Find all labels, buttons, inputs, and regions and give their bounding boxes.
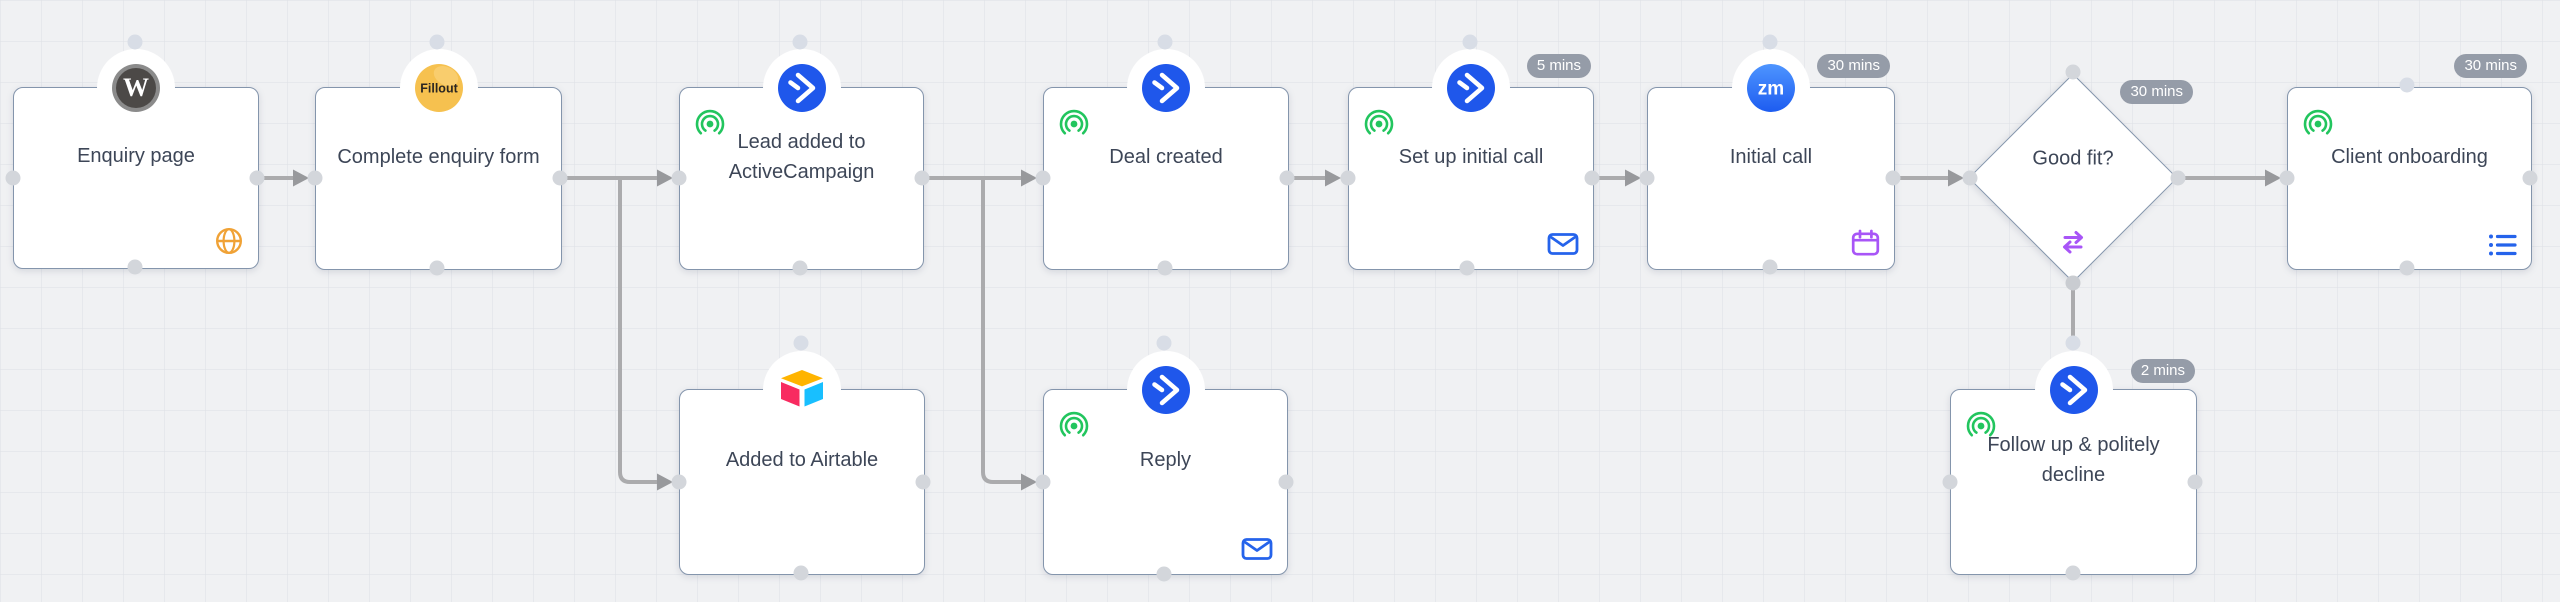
edge-setup-call-to-initial-call[interactable]: [1590, 169, 1641, 187]
node-set-up-initial-call[interactable]: Set up initial call 5 mins: [1348, 49, 1594, 270]
svg-text:W: W: [123, 73, 149, 102]
edge-activecampaign-to-deal-created[interactable]: [920, 169, 1037, 187]
airtable-icon: [781, 370, 823, 407]
duration-badge: 5 mins: [1526, 54, 1591, 78]
node-label: Complete enquiry form: [337, 145, 540, 168]
broadcast-icon: [2303, 109, 2333, 139]
node-complete-enquiry-form[interactable]: Fillout Complete enquiry form: [315, 49, 562, 270]
wordpress-icon: W: [112, 64, 160, 112]
activecampaign-icon: [1142, 366, 1190, 414]
node-deal-created[interactable]: Deal created: [1043, 49, 1289, 270]
fillout-icon: Fillout: [414, 64, 463, 112]
envelope-icon: [1241, 536, 1273, 562]
svg-text:Fillout: Fillout: [420, 82, 458, 96]
node-label: Set up initial call: [1398, 145, 1544, 168]
node-logo-halo: [763, 351, 841, 429]
envelope-icon: [1547, 231, 1579, 257]
node-lead-added-activecampaign[interactable]: Lead added to ActiveCampaign: [679, 49, 924, 270]
svg-text:zm: zm: [1758, 79, 1784, 100]
edge-complete-form-to-airtable[interactable]: [618, 176, 673, 491]
broadcast-icon: [1364, 109, 1394, 139]
activecampaign-icon: [1447, 64, 1495, 112]
swap-arrows-icon: [2063, 231, 2083, 254]
node-reply[interactable]: Reply: [1043, 351, 1288, 575]
list-icon: [2489, 234, 2517, 256]
activecampaign-icon: [2050, 366, 2098, 414]
node-label: Reply: [1139, 448, 1192, 471]
node-label: Client onboarding: [2331, 145, 2488, 168]
duration-badge: 30 mins: [2120, 80, 2193, 104]
node-enquiry-page[interactable]: W Enquiry page: [13, 49, 259, 269]
node-added-to-airtable[interactable]: Added to Airtable: [679, 351, 925, 575]
broadcast-icon: [1059, 109, 1089, 139]
activecampaign-icon: [778, 64, 826, 112]
edge-complete-form-to-activecampaign[interactable]: [558, 169, 673, 187]
duration-badge: 30 mins: [1817, 54, 1890, 78]
node-label: Follow up & politely decline: [1987, 433, 2160, 486]
node-label: Deal created: [1109, 145, 1223, 168]
edge-deal-created-to-setup-call[interactable]: [1285, 169, 1341, 187]
edge-initial-call-to-good-fit[interactable]: [1891, 169, 1964, 187]
activecampaign-icon: [1142, 64, 1190, 112]
duration-badge: 2 mins: [2130, 359, 2195, 383]
node-follow-up-politely-decline[interactable]: Follow up & politely decline 2 mins: [1950, 351, 2197, 575]
edge-activecampaign-to-reply[interactable]: [981, 176, 1037, 491]
node-initial-call[interactable]: zm Initial call 30 mins: [1647, 49, 1895, 270]
edge-good-fit-to-client-onboarding[interactable]: [2176, 169, 2281, 187]
node-label: Lead added to ActiveCampaign: [728, 130, 875, 183]
node-label: Good fit?: [2032, 147, 2114, 170]
node-label: Enquiry page: [77, 145, 195, 168]
node-good-fit-decision[interactable]: Good fit? 30 mins: [1968, 73, 2193, 283]
edge-enquiry-to-complete-form[interactable]: [255, 169, 309, 187]
zoom-icon: zm: [1747, 64, 1795, 112]
globe-icon: [215, 227, 243, 255]
duration-badge: 30 mins: [2454, 54, 2527, 78]
node-label: Added to Airtable: [725, 448, 879, 471]
node-label: Initial call: [1729, 145, 1813, 168]
node-client-onboarding[interactable]: Client onboarding 30 mins: [2287, 54, 2532, 270]
calendar-icon: [1851, 229, 1880, 256]
broadcast-icon: [1059, 411, 1089, 441]
